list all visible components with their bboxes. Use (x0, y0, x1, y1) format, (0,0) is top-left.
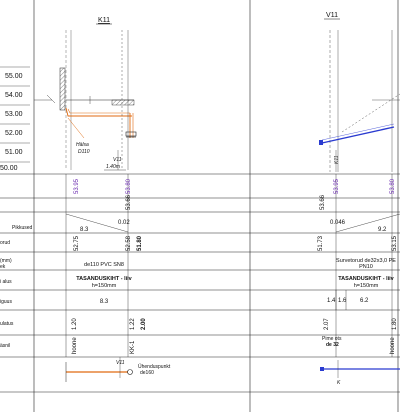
elevation-label: 51.00 (5, 149, 23, 156)
bed-type: TASANDUSKIHT - liiv (76, 276, 132, 282)
node-label: hoone (390, 337, 396, 354)
k11-plan: V11 Ühenduspunkt de160 (65, 357, 171, 382)
node-label: KK-1 (130, 340, 136, 354)
row-labels: Pikkused orud (mm) ek i alus iguus ulatu… (0, 225, 33, 349)
node-label: hoone (72, 337, 78, 354)
section-title-k11: K11 (98, 17, 110, 24)
pipe-pn: PN10 (359, 264, 373, 270)
row-label-alus: i alus (0, 279, 12, 285)
length-segment: 1.6 (338, 298, 347, 304)
length-value: 9.2 (378, 227, 387, 233)
row-label-sasi: äsnil (0, 343, 10, 349)
k11-table: 53.95 53.80 53.66 0.02 8.3 52.75 52.58 5… (65, 178, 147, 354)
pipe-type: de110 PVC SN8 (84, 262, 124, 268)
invert-elevation: 52.58 (126, 235, 132, 251)
elevation-label: 55.00 (5, 73, 23, 80)
plan-marker: K (337, 380, 341, 386)
length-segment: 6.2 (360, 298, 369, 304)
invert-elevation: 51.73 (318, 235, 324, 251)
invert-elevation: 52.75 (74, 235, 80, 251)
depth-value: 2.07 (324, 318, 330, 330)
plan-v11: V11 (116, 360, 125, 366)
v11-marker: V11 (113, 157, 122, 163)
pipe-diameter: D110 (78, 149, 90, 155)
k11-profile: Hälsa D110 V11 1.40m (34, 30, 137, 171)
pipe-type: Survetorud de32x3,0 PE (336, 258, 396, 264)
ground-elevation: 53.95 (334, 178, 340, 194)
row-label-ulatus: ulatus (0, 321, 14, 327)
v11-offset: 1.40m (106, 164, 120, 170)
dead-end-note: Pime ots (322, 336, 342, 342)
ground-elevation: 53.66 (126, 194, 132, 210)
slope-value: 0.046 (330, 220, 346, 226)
slope-value: 0.02 (118, 220, 130, 226)
invert-elevation: 51.80 (137, 235, 143, 251)
bed-height: h=150mm (92, 283, 117, 289)
connection-diameter: de160 (140, 370, 154, 376)
invert-elevation: 53.15 (392, 235, 398, 251)
bed-type: TASANDUSKIHT - liiv (338, 276, 394, 282)
v11-plan: K (320, 360, 400, 386)
length-value: 8.3 (80, 227, 89, 233)
row-label-pikkused: Pikkused (12, 225, 33, 231)
length-segment: 1.4 (327, 298, 336, 304)
elevation-label: 53.00 (5, 111, 23, 118)
elevation-scale: 55.00 54.00 53.00 52.00 51.00 50.00 (0, 66, 30, 172)
row-label-ek: ek (0, 264, 6, 270)
dead-end-diameter: de 32 (326, 342, 339, 348)
row-label-torud: orud (0, 240, 10, 246)
k11-marker: K11 (334, 155, 340, 164)
v11-table: 53.95 53.80 53.66 0.046 9.2 51.73 53.15 … (318, 178, 400, 354)
elevation-label: 52.00 (5, 130, 23, 137)
connection-point: Ühenduspunkt (138, 363, 171, 370)
section-title-v11: V11 (326, 12, 338, 19)
ground-elevation: 53.80 (126, 178, 132, 194)
ground-elevation: 53.66 (320, 194, 326, 210)
depth-value: 1.80 (392, 318, 398, 330)
v11-profile: K11 (319, 30, 400, 172)
row-label-mm: (mm) (0, 258, 12, 264)
pipe-label: Hälsa (76, 142, 89, 148)
elevation-label: 50.00 (0, 165, 18, 172)
elevation-label: 54.00 (5, 92, 23, 99)
ground-elevation: 53.95 (74, 178, 80, 194)
bed-height: h=150mm (354, 283, 379, 289)
depth-value: 2.00 (141, 318, 147, 330)
length-value-2: 8.3 (100, 299, 109, 305)
depth-value: 1.22 (130, 318, 136, 330)
depth-value: 1.20 (72, 318, 78, 330)
row-label-sugavus: iguus (0, 299, 12, 305)
ground-elevation: 53.80 (390, 178, 396, 194)
